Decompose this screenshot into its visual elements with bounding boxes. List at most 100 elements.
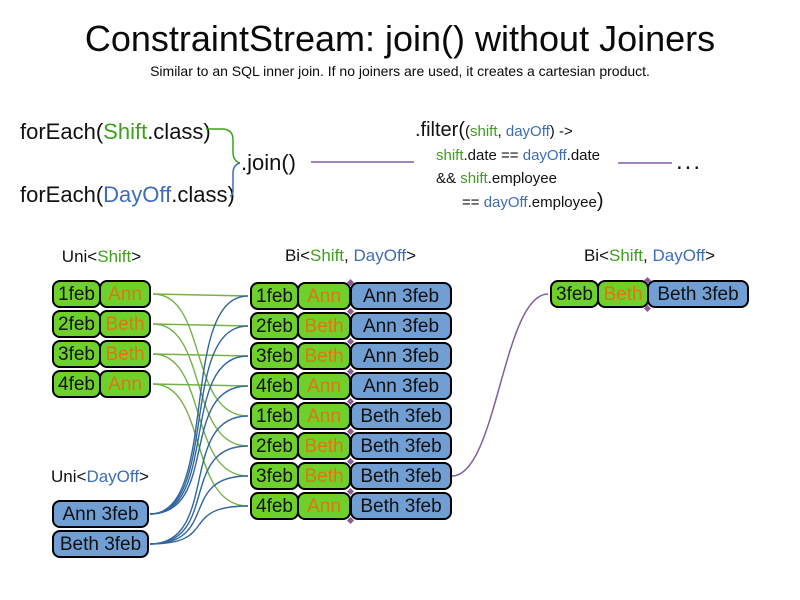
join-line-dayoff — [149, 445, 249, 545]
label-text: > — [131, 247, 142, 266]
code-text: .filter( — [415, 119, 465, 141]
uni-dayoff-label: Uni<DayOff> — [30, 467, 170, 487]
filter-param-shift: shift — [470, 123, 498, 140]
join-line-dayoff — [149, 355, 249, 515]
bi-dayoff-cell: Ann 3feb — [350, 312, 452, 340]
code-join-call: .join() — [241, 150, 297, 175]
join-line-shift — [152, 383, 249, 507]
label-shift-type: Shift — [97, 247, 132, 266]
code-text: .date — [566, 147, 601, 164]
label-text: > — [705, 246, 716, 265]
code-text: == — [462, 194, 484, 211]
label-shift-type: Shift — [310, 246, 345, 265]
label-text: > — [406, 246, 417, 265]
code-text: forEach( — [20, 182, 104, 207]
code-text: shift — [460, 170, 488, 187]
bi-dayoff-cell: Ann 3feb — [350, 282, 452, 310]
bi-shift-date-cell: 4feb — [250, 372, 299, 400]
continuation-ellipsis: ... — [676, 148, 703, 175]
join-line-shift — [152, 353, 249, 477]
code-text: && — [436, 170, 461, 187]
label-dayoff-type: DayOff — [86, 467, 140, 486]
filter-param-dayoff: dayOff — [505, 123, 550, 140]
bi-shift-date-cell: 2feb — [250, 312, 299, 340]
dayoff-cell: Beth 3feb — [52, 530, 149, 558]
shift-date-cell: 3feb — [52, 340, 101, 368]
bi-shift-date-cell: 4feb — [250, 492, 299, 520]
code-shift-type: Shift — [103, 119, 148, 144]
code-text: forEach( — [20, 119, 104, 144]
label-text: , — [344, 246, 354, 265]
subtitle: Similar to an SQL inner join. If no join… — [150, 63, 650, 79]
join-line-dayoff — [149, 475, 249, 545]
code-text: ) — [596, 190, 604, 212]
filter-line-1: .filter((shift, dayOff) -> — [415, 118, 604, 144]
bi-shift-date-cell: 3feb — [250, 462, 299, 490]
shift-date-cell: 2feb — [52, 310, 101, 338]
filter-line-2: shift.date == dayOff.date — [436, 144, 604, 167]
label-text: , — [643, 246, 653, 265]
bi-shift-date-cell: 3feb — [250, 342, 299, 370]
filter-line-result — [451, 293, 549, 477]
join-line-dayoff — [149, 325, 249, 515]
bi-shift-employee-cell: Ann — [297, 282, 351, 310]
code-foreach-shift: forEach(Shift.class) — [20, 119, 211, 145]
bi-shift-employee-cell: Beth — [297, 342, 351, 370]
uni-shift-label: Uni<Shift> — [52, 247, 151, 267]
label-text: Bi< — [583, 246, 610, 265]
join-line-shift — [152, 383, 249, 387]
bi-shift-date-cell: 1feb — [250, 402, 299, 430]
bi-result-label: Bi<Shift, DayOff> — [550, 246, 749, 266]
join-line-shift — [152, 323, 249, 327]
label-dayoff-type: DayOff — [652, 246, 706, 265]
label-dayoff-type: DayOff — [353, 246, 407, 265]
bi-dayoff-cell: Ann 3feb — [350, 372, 452, 400]
join-line-dayoff — [149, 385, 249, 515]
code-foreach-dayoff: forEach(DayOff.class) — [20, 182, 235, 208]
bi-shift-employee-cell: Ann — [297, 492, 351, 520]
result-shift-date-cell: 3feb — [550, 280, 599, 308]
code-text: .date == — [463, 147, 523, 164]
bi-shift-date-cell: 1feb — [250, 282, 299, 310]
shift-employee-cell: Beth — [99, 310, 151, 338]
bi-dayoff-cell: Beth 3feb — [350, 402, 452, 430]
code-text: dayOff — [522, 147, 567, 164]
shift-date-cell: 1feb — [52, 280, 101, 308]
code-text: ( — [465, 123, 470, 140]
label-text: Uni< — [61, 247, 98, 266]
shift-employee-cell: Ann — [99, 280, 151, 308]
dayoff-cell: Ann 3feb — [52, 500, 149, 528]
join-line-dayoff — [149, 295, 249, 515]
result-dayoff-cell: Beth 3feb — [647, 280, 749, 308]
bi-dayoff-cell: Beth 3feb — [350, 492, 452, 520]
join-line-dayoff — [149, 415, 249, 545]
shift-date-cell: 4feb — [52, 370, 101, 398]
code-filter-block: .filter((shift, dayOff) -> shift.date ==… — [415, 118, 604, 214]
code-text: shift — [436, 147, 464, 164]
label-shift-type: Shift — [609, 246, 644, 265]
code-text: .class) — [147, 119, 211, 144]
bi-shift-employee-cell: Beth — [297, 462, 351, 490]
bi-full-label: Bi<Shift, DayOff> — [250, 246, 451, 266]
code-text: dayOff — [483, 194, 528, 211]
shift-employee-cell: Beth — [99, 340, 151, 368]
bi-shift-employee-cell: Beth — [297, 312, 351, 340]
code-text: , — [497, 123, 506, 140]
bi-shift-date-cell: 2feb — [250, 432, 299, 460]
code-text: .employee — [527, 194, 597, 211]
label-text: Uni< — [51, 467, 87, 486]
bi-dayoff-cell: Beth 3feb — [350, 462, 452, 490]
filter-line-3: && shift.employee — [436, 167, 604, 190]
result-shift-employee-cell: Beth — [597, 280, 649, 308]
join-line-dayoff — [149, 505, 249, 545]
bi-dayoff-cell: Ann 3feb — [350, 342, 452, 370]
code-dayoff-type: DayOff — [103, 182, 172, 207]
filter-line-4: == dayOff.employee) — [462, 190, 604, 214]
brace-shift-to-join — [206, 128, 241, 164]
bi-shift-employee-cell: Ann — [297, 372, 351, 400]
bi-shift-employee-cell: Ann — [297, 402, 351, 430]
label-text: Bi< — [284, 246, 311, 265]
bi-dayoff-cell: Beth 3feb — [350, 432, 452, 460]
